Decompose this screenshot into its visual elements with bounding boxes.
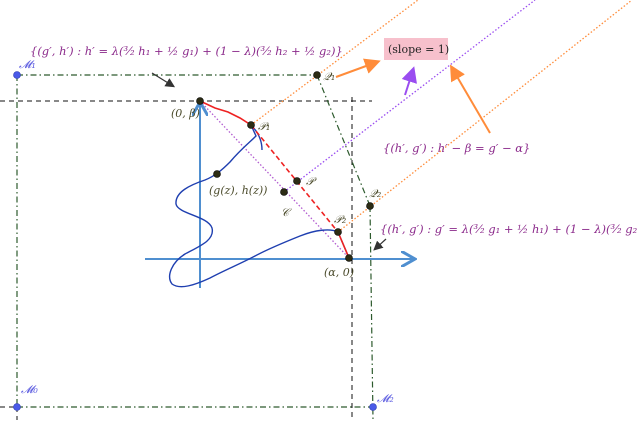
annotation-top-set: {(g′, h′) : h′ = λ(³⁄₂ h₁ + ½ g₁) + (1 −… <box>30 44 343 58</box>
point-m2 <box>369 403 377 411</box>
label-alpha-zero: (α, 0) <box>324 266 354 279</box>
orange-line-p2 <box>337 0 633 233</box>
slope-box <box>384 38 448 60</box>
label-m0: 𝓜₀ <box>21 383 38 396</box>
label-m2: 𝓜₂ <box>377 392 394 405</box>
slope-box-label: (slope = 1) <box>388 43 449 56</box>
frontier-solid-bottom <box>337 231 350 259</box>
label-q2: 𝒬₂ <box>369 187 381 200</box>
arrow-to-top-line <box>151 72 176 88</box>
arrow-purple <box>401 66 417 96</box>
annotation-right-set: {(h′, g′) : g′ = λ(³⁄₂ g₁ + ½ h₁) + (1 −… <box>380 222 640 236</box>
point-m1 <box>13 71 21 79</box>
point-p1 <box>247 121 255 129</box>
point-p2 <box>334 228 342 236</box>
label-curve-point: (g(z), h(z)) <box>209 184 267 197</box>
arrow-to-right-line <box>373 238 387 251</box>
curve <box>168 124 350 288</box>
point-m0 <box>13 403 21 411</box>
point-zero-beta <box>196 97 204 105</box>
green-q1-q2-line <box>316 74 371 207</box>
point-q2 <box>366 202 374 210</box>
annotation-diagonal-set: {(h′, g′) : h′ − β = g′ − α} <box>383 141 530 155</box>
label-m1: 𝓜₁ <box>19 58 36 71</box>
purple-line-c <box>283 0 536 193</box>
point-q1 <box>313 71 321 79</box>
label-p2: 𝒫₂ <box>334 213 346 226</box>
label-c: 𝒞 <box>281 206 292 219</box>
point-c <box>280 188 288 196</box>
arrow-orange-right <box>449 64 491 134</box>
point-p <box>293 177 301 185</box>
point-curve <box>213 170 221 178</box>
label-q1: 𝒬₁ <box>323 70 335 83</box>
label-p: 𝒫 <box>306 175 317 188</box>
frontier-solid-top <box>199 100 252 126</box>
point-alpha-zero <box>345 254 353 262</box>
orange-line-p1 <box>250 0 419 126</box>
purple-diagonal <box>199 100 350 259</box>
label-p1: 𝒫₁ <box>258 120 270 133</box>
label-zero-beta: (0, β) <box>171 107 200 120</box>
green-right-line <box>369 205 374 421</box>
arrow-orange-left <box>335 58 381 78</box>
